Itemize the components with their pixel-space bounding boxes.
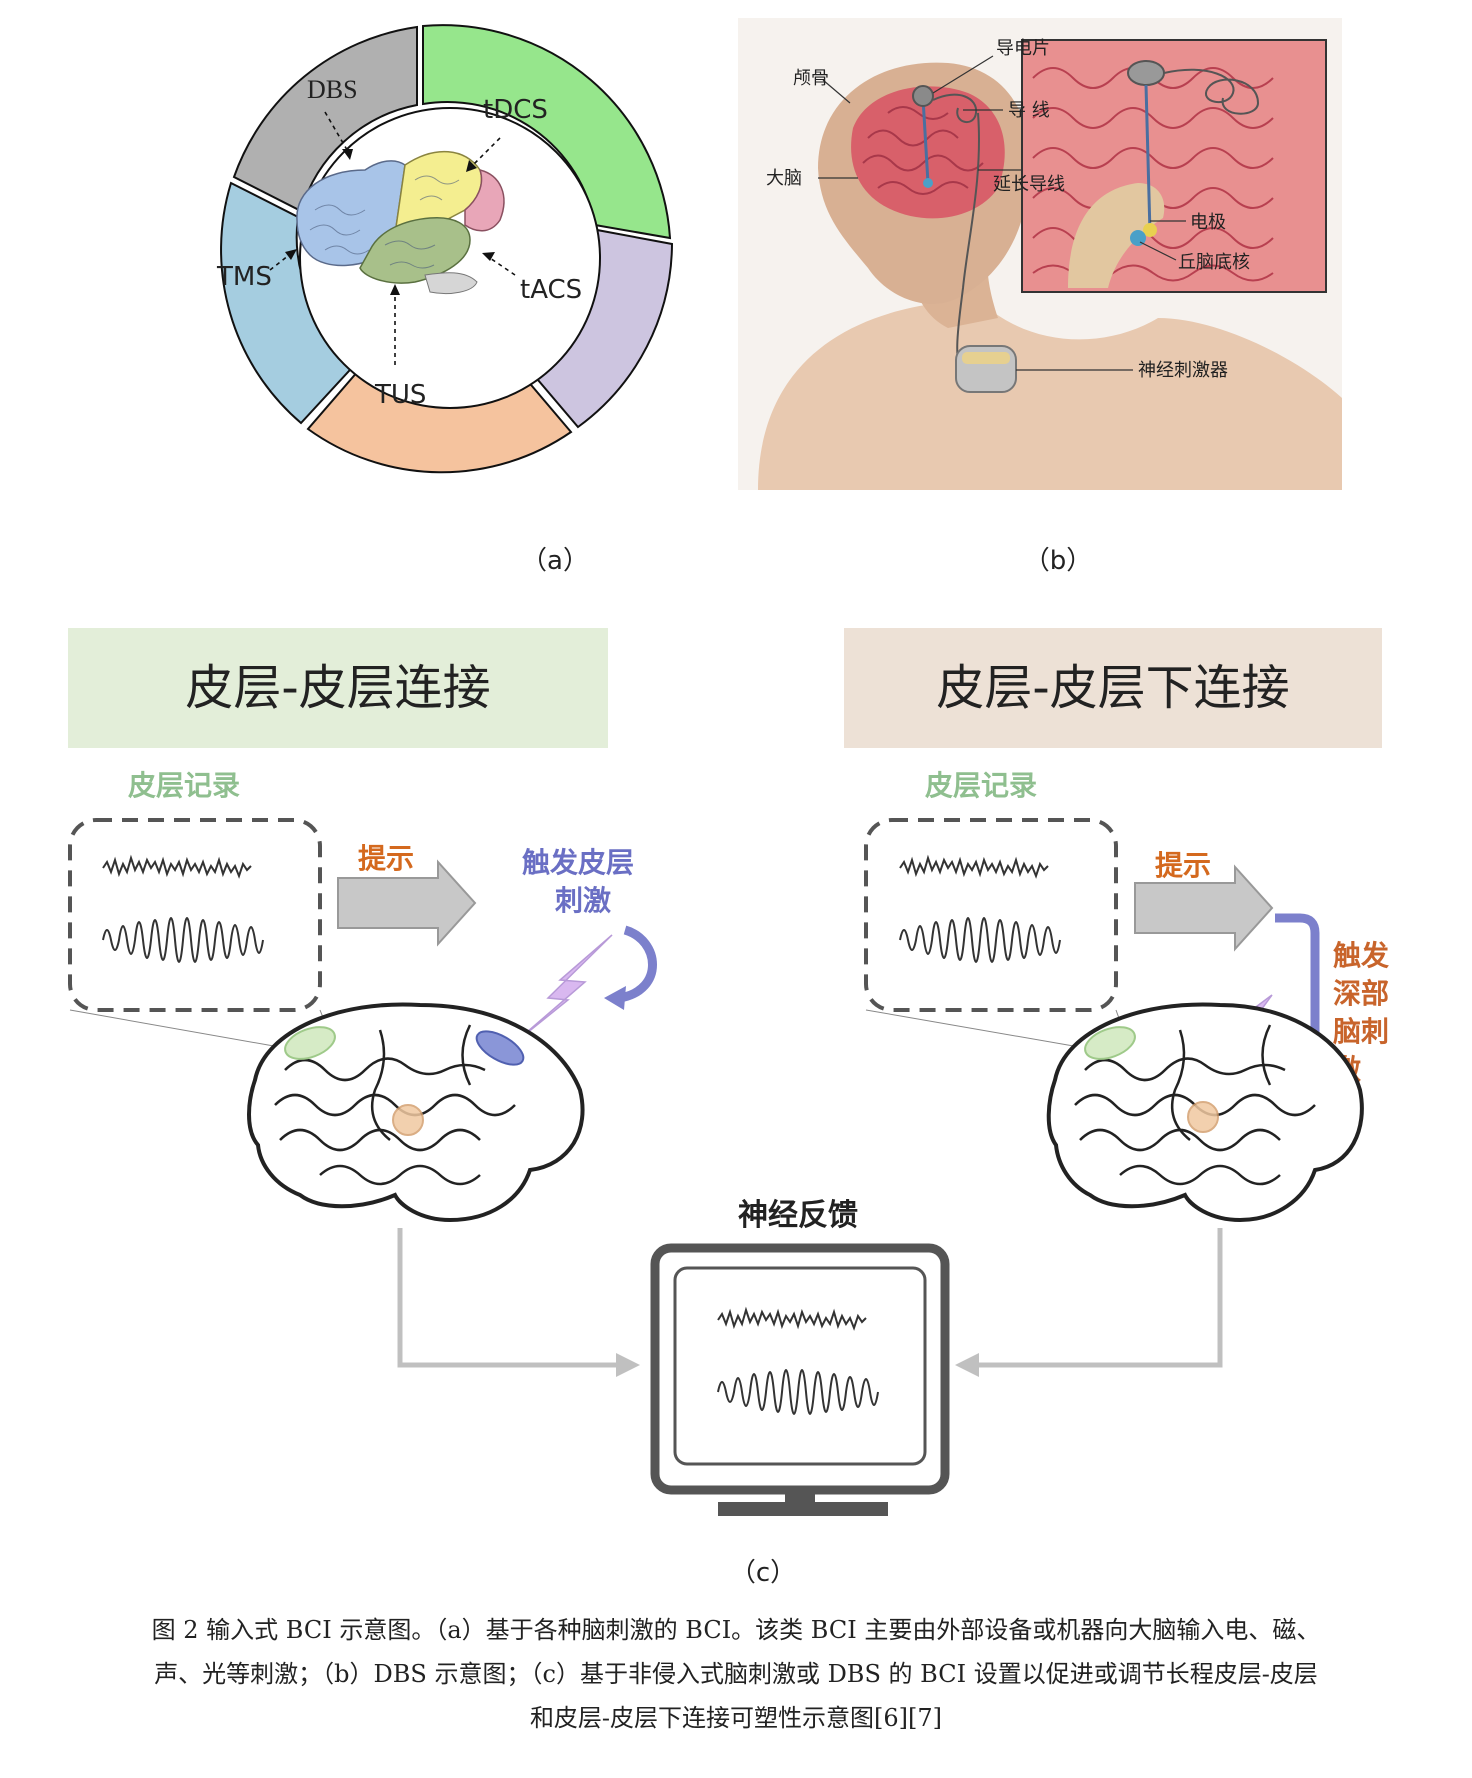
caption-line-1: 图 2 输入式 BCI 示意图。（a）基于各种脑刺激的 BCI。该类 BCI 主… xyxy=(151,1616,1321,1644)
segment-dbs xyxy=(232,25,418,213)
label-electrode-plate: 导电片 xyxy=(996,38,1050,59)
left-cue-arrow xyxy=(337,859,477,947)
arrow-dbs xyxy=(324,111,351,156)
panel-b-label: （b） xyxy=(1023,546,1093,576)
right-trigger-line2: 深部 xyxy=(1333,977,1389,1010)
label-tacs: tACS xyxy=(520,275,582,305)
label-brain: 大脑 xyxy=(766,168,802,189)
right-brain-illustration xyxy=(865,1002,1364,1223)
left-title-banner: 皮层-皮层连接 xyxy=(68,628,608,748)
figure-caption: 图 2 输入式 BCI 示意图。（a）基于各种脑刺激的 BCI。该类 BCI 主… xyxy=(40,1608,1432,1740)
left-trigger-label-line1: 触发皮层 xyxy=(522,846,634,879)
right-recording-box xyxy=(864,818,1118,1012)
arrow-tacs xyxy=(486,255,516,276)
left-brain-illustration xyxy=(69,1002,585,1223)
right-cue-arrow xyxy=(1134,864,1274,952)
caption-line-3: 和皮层-皮层下连接可塑性示意图[6][7] xyxy=(529,1704,943,1732)
brain-lobes-illustration xyxy=(296,151,505,295)
label-tms: TMS xyxy=(216,262,272,292)
panel-c-label: （c） xyxy=(729,1558,797,1588)
label-dbs: DBS xyxy=(307,75,358,104)
left-trigger-label-line2: 刺激 xyxy=(555,884,611,917)
label-tdcs: tDCS xyxy=(483,95,548,125)
panel-a-label: （a） xyxy=(521,546,589,576)
right-record-label: 皮层记录 xyxy=(925,769,1037,802)
left-curved-arrow xyxy=(618,925,657,1003)
right-title-banner: 皮层-皮层下连接 xyxy=(844,628,1382,748)
feedback-label: 神经反馈 xyxy=(738,1198,858,1233)
left-record-label: 皮层记录 xyxy=(128,769,240,802)
arrow-tdcs xyxy=(469,137,501,169)
stimulation-ring-diagram: DBS tDCS tACS TUS TMS xyxy=(216,24,674,474)
left-lightning-icon xyxy=(511,934,613,1046)
caption-line-2: 声、光等刺激；（b）DBS 示意图；（c）基于非侵入式脑刺激或 DBS 的 BC… xyxy=(154,1660,1318,1688)
segment-tdcs xyxy=(422,24,672,240)
right-feedback-connector xyxy=(975,1228,1223,1368)
dbs-illustration: 颅骨 大脑 导电片 导 线 延长导线 电极 丘脑底核 神经刺激器 xyxy=(738,18,1342,490)
label-stn: 丘脑底核 xyxy=(1178,252,1250,273)
left-recording-box xyxy=(68,818,322,1012)
left-cue-label: 提示 xyxy=(358,842,414,875)
label-stimulator: 神经刺激器 xyxy=(1138,360,1228,381)
label-electrode: 电极 xyxy=(1190,212,1226,233)
bci-connectivity-diagram: 皮层记录 提示 触发皮层 刺激 xyxy=(68,769,1389,1516)
left-feedback-connector xyxy=(397,1228,620,1368)
panel-b: 颅骨 大脑 导电片 导 线 延长导线 电极 丘脑底核 神经刺激器 xyxy=(738,18,1342,490)
right-trigger-line3: 脑刺 xyxy=(1333,1015,1389,1048)
right-cue-label: 提示 xyxy=(1155,849,1211,882)
label-skull: 颅骨 xyxy=(793,68,829,89)
monitor-icon xyxy=(650,1243,950,1516)
inset-brain-closeup xyxy=(1021,39,1327,293)
label-extension-wire: 延长导线 xyxy=(993,174,1065,195)
panel-c: 皮层记录 提示 触发皮层 刺激 xyxy=(0,750,1472,1520)
panel-a: DBS tDCS tACS TUS TMS xyxy=(215,20,685,490)
label-wire: 导 线 xyxy=(1008,100,1050,121)
label-tus: TUS xyxy=(374,380,426,410)
right-trigger-line1: 触发 xyxy=(1333,939,1389,972)
